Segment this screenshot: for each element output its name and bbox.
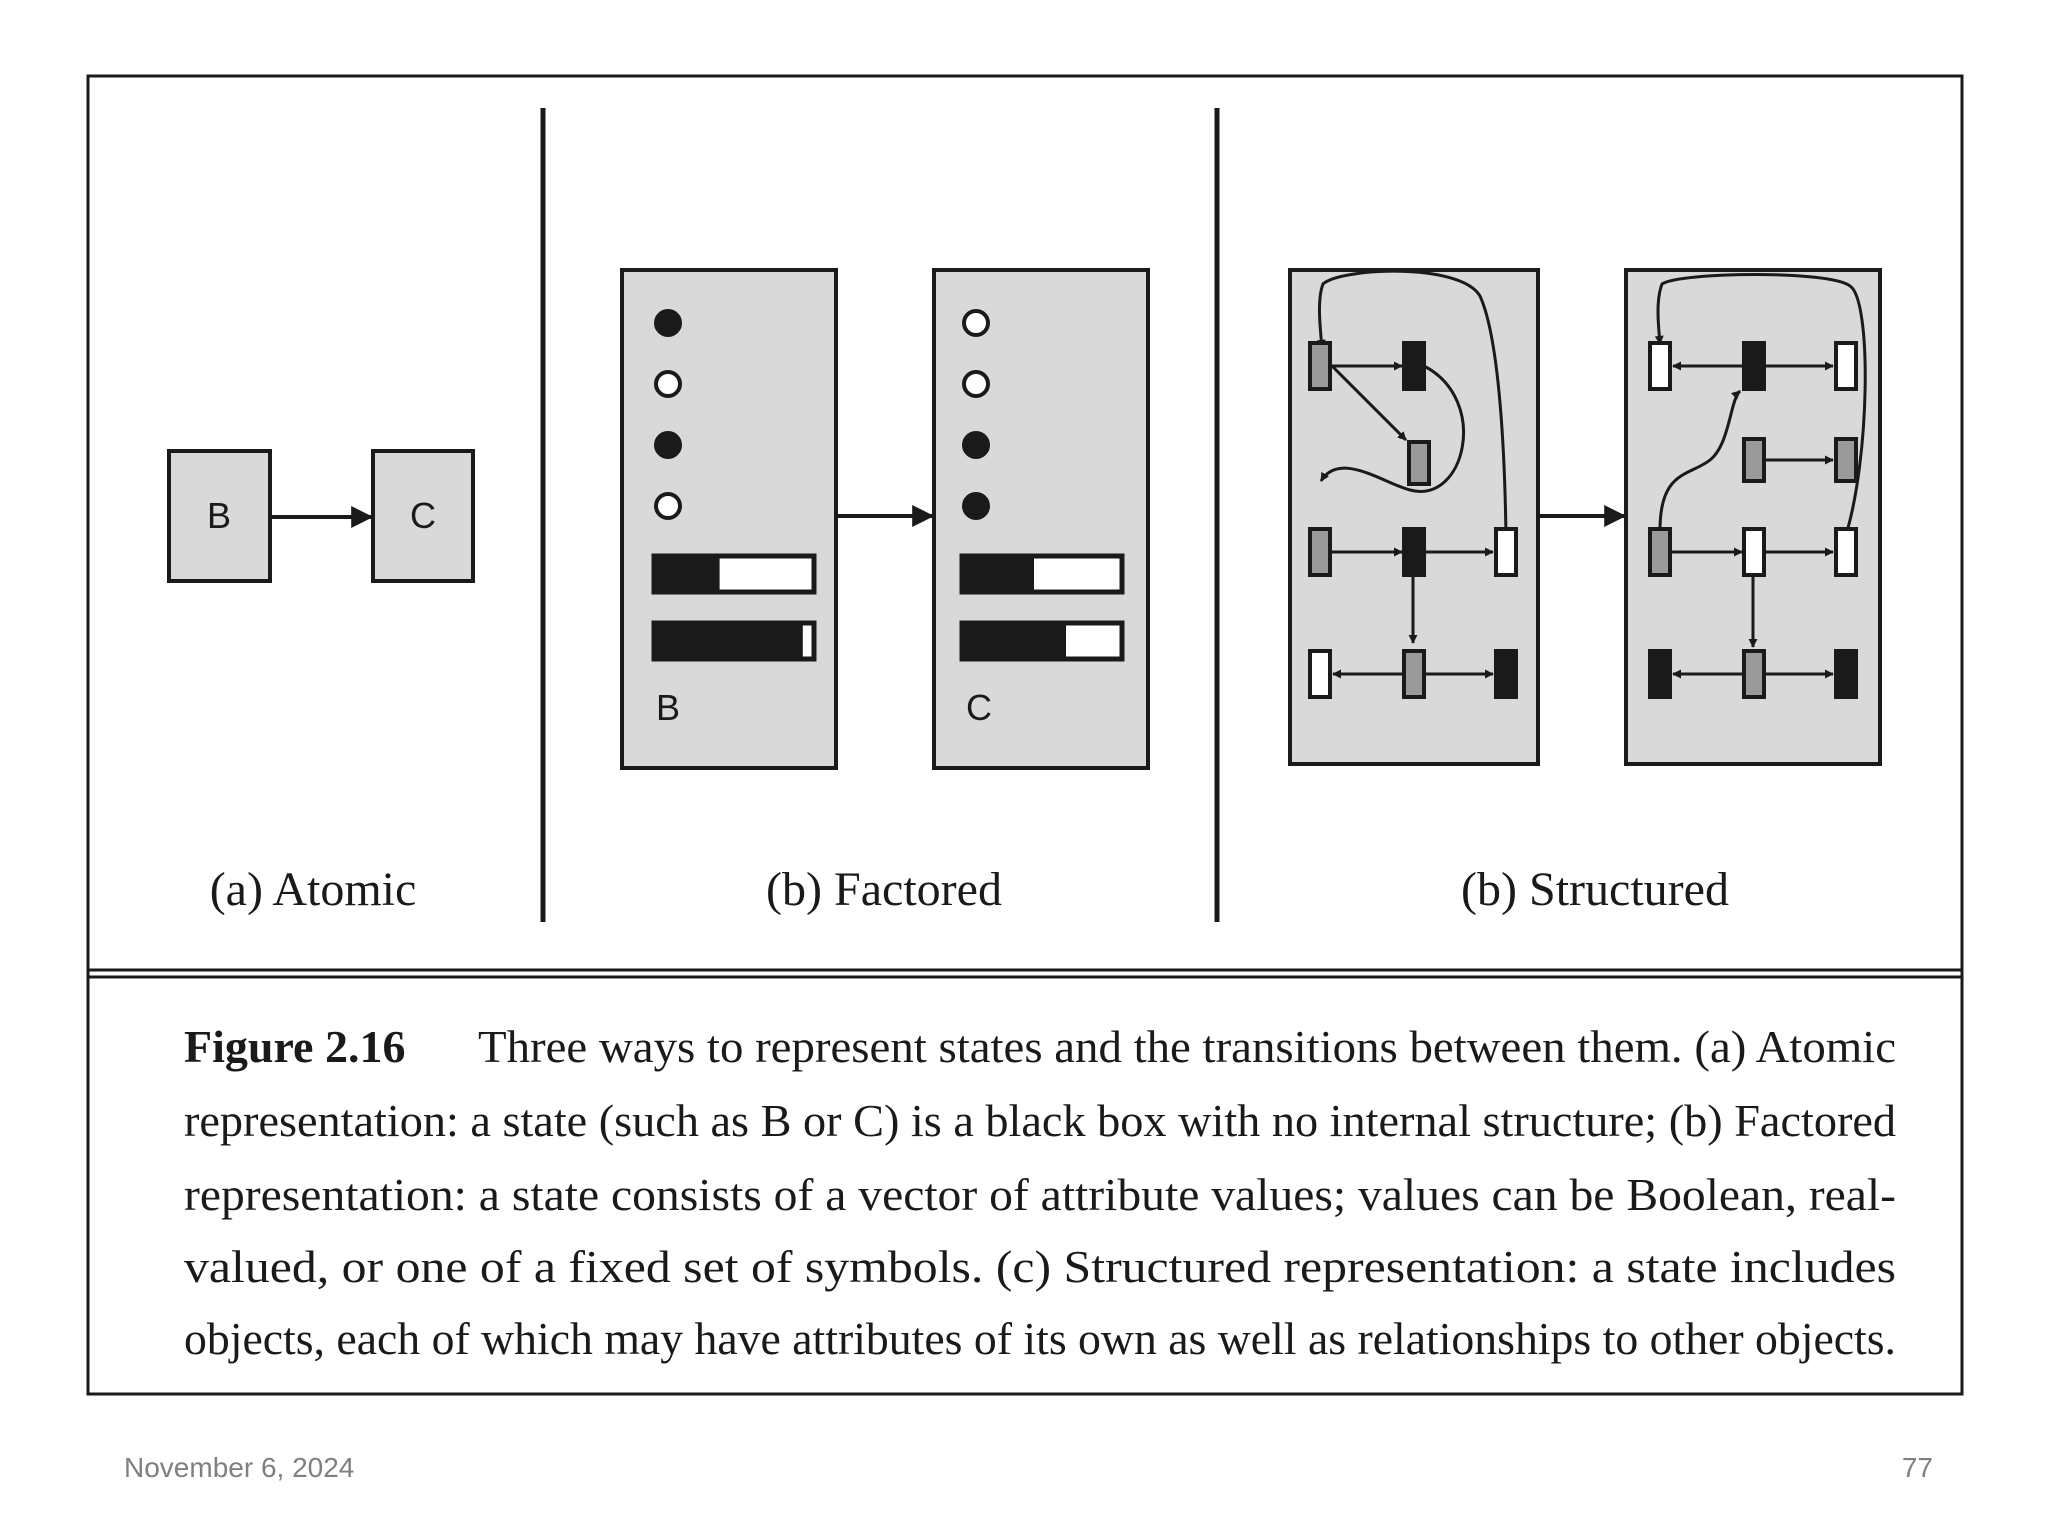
object-node <box>1742 649 1766 699</box>
object-node <box>1494 527 1518 577</box>
factored-state-b-boolean-attribute <box>654 492 682 520</box>
factored-state-b-real-valued-fill <box>654 623 803 659</box>
factored-state-c-boolean-attribute <box>962 370 990 398</box>
factored-state-c-real-valued-fill <box>962 556 1034 592</box>
factored-state-b-boolean-attribute <box>654 431 682 459</box>
object-node <box>1834 527 1858 577</box>
object-node <box>1834 649 1858 699</box>
atomic-panel: B C (a) Atomic <box>167 449 475 916</box>
figure-caption-label: Figure 2.16 <box>184 1021 405 1072</box>
figure-caption-line: representation: a state (such as B or C)… <box>184 1095 1896 1146</box>
factored-state-c-real-valued-fill <box>962 623 1066 659</box>
object-node <box>1742 527 1766 577</box>
factored-state-b-box <box>620 268 838 770</box>
figure-frame <box>86 74 1964 1396</box>
factored-state-c-label: C <box>966 687 992 728</box>
structured-caption: (b) Structured <box>1461 863 1729 916</box>
object-node <box>1407 440 1431 486</box>
relation-arrow <box>1654 273 1867 539</box>
object-node <box>1834 437 1858 483</box>
object-node <box>1742 437 1766 483</box>
structured-panel: (b) Structured <box>1288 268 1882 916</box>
object-node <box>1494 649 1518 699</box>
factored-state-b-boolean-attribute <box>654 309 682 337</box>
relation-arrow <box>1319 364 1465 493</box>
structured-state-c-relations <box>1654 273 1867 679</box>
object-node <box>1648 527 1672 577</box>
object-node <box>1402 527 1426 577</box>
relation-arrow <box>1658 389 1742 531</box>
object-node <box>1648 341 1672 391</box>
structured-state-b-objects <box>1308 341 1518 699</box>
factored-state-b-attributes <box>651 309 817 662</box>
factored-state-c-boolean-attribute <box>962 309 990 337</box>
object-node <box>1308 649 1332 699</box>
factored-state-c-boolean-attribute <box>962 431 990 459</box>
object-node <box>1648 649 1672 699</box>
object-node <box>1402 649 1426 699</box>
atomic-state-c-label: C <box>410 495 436 536</box>
factored-panel: B C (b) Factored <box>620 268 1150 916</box>
factored-state-c-attributes <box>959 309 1125 662</box>
figure-caption-line: Three ways to represent states and the t… <box>478 1021 1896 1072</box>
factored-caption: (b) Factored <box>766 863 1002 916</box>
figure-caption-line: valued, or one of a fixed set of symbols… <box>184 1241 1896 1292</box>
object-node <box>1308 527 1332 577</box>
footer-page-number: 77 <box>1901 1452 1933 1483</box>
footer-date: November 6, 2024 <box>124 1452 355 1483</box>
figure-caption-line: representation: a state consists of a ve… <box>184 1169 1896 1220</box>
atomic-state-b-box <box>167 449 272 583</box>
figure-caption-line: objects, each of which may have attribut… <box>184 1313 1896 1364</box>
object-node <box>1834 341 1858 391</box>
factored-state-c-boolean-attribute <box>962 492 990 520</box>
structured-state-c-objects <box>1648 341 1858 699</box>
atomic-caption: (a) Atomic <box>210 863 417 916</box>
structured-state-b-relations <box>1316 269 1508 679</box>
figure-caption: Figure 2.16 Three ways to represent stat… <box>184 1021 1896 1364</box>
object-node <box>1402 341 1426 391</box>
object-node <box>1742 341 1766 391</box>
atomic-state-b-label: B <box>207 495 231 536</box>
relation-arrow <box>1316 269 1508 539</box>
object-node <box>1308 341 1332 391</box>
relation-arrow <box>1330 364 1408 442</box>
factored-state-b-boolean-attribute <box>654 370 682 398</box>
factored-state-b-label: B <box>656 687 680 728</box>
factored-state-b-real-valued-fill <box>654 556 720 592</box>
